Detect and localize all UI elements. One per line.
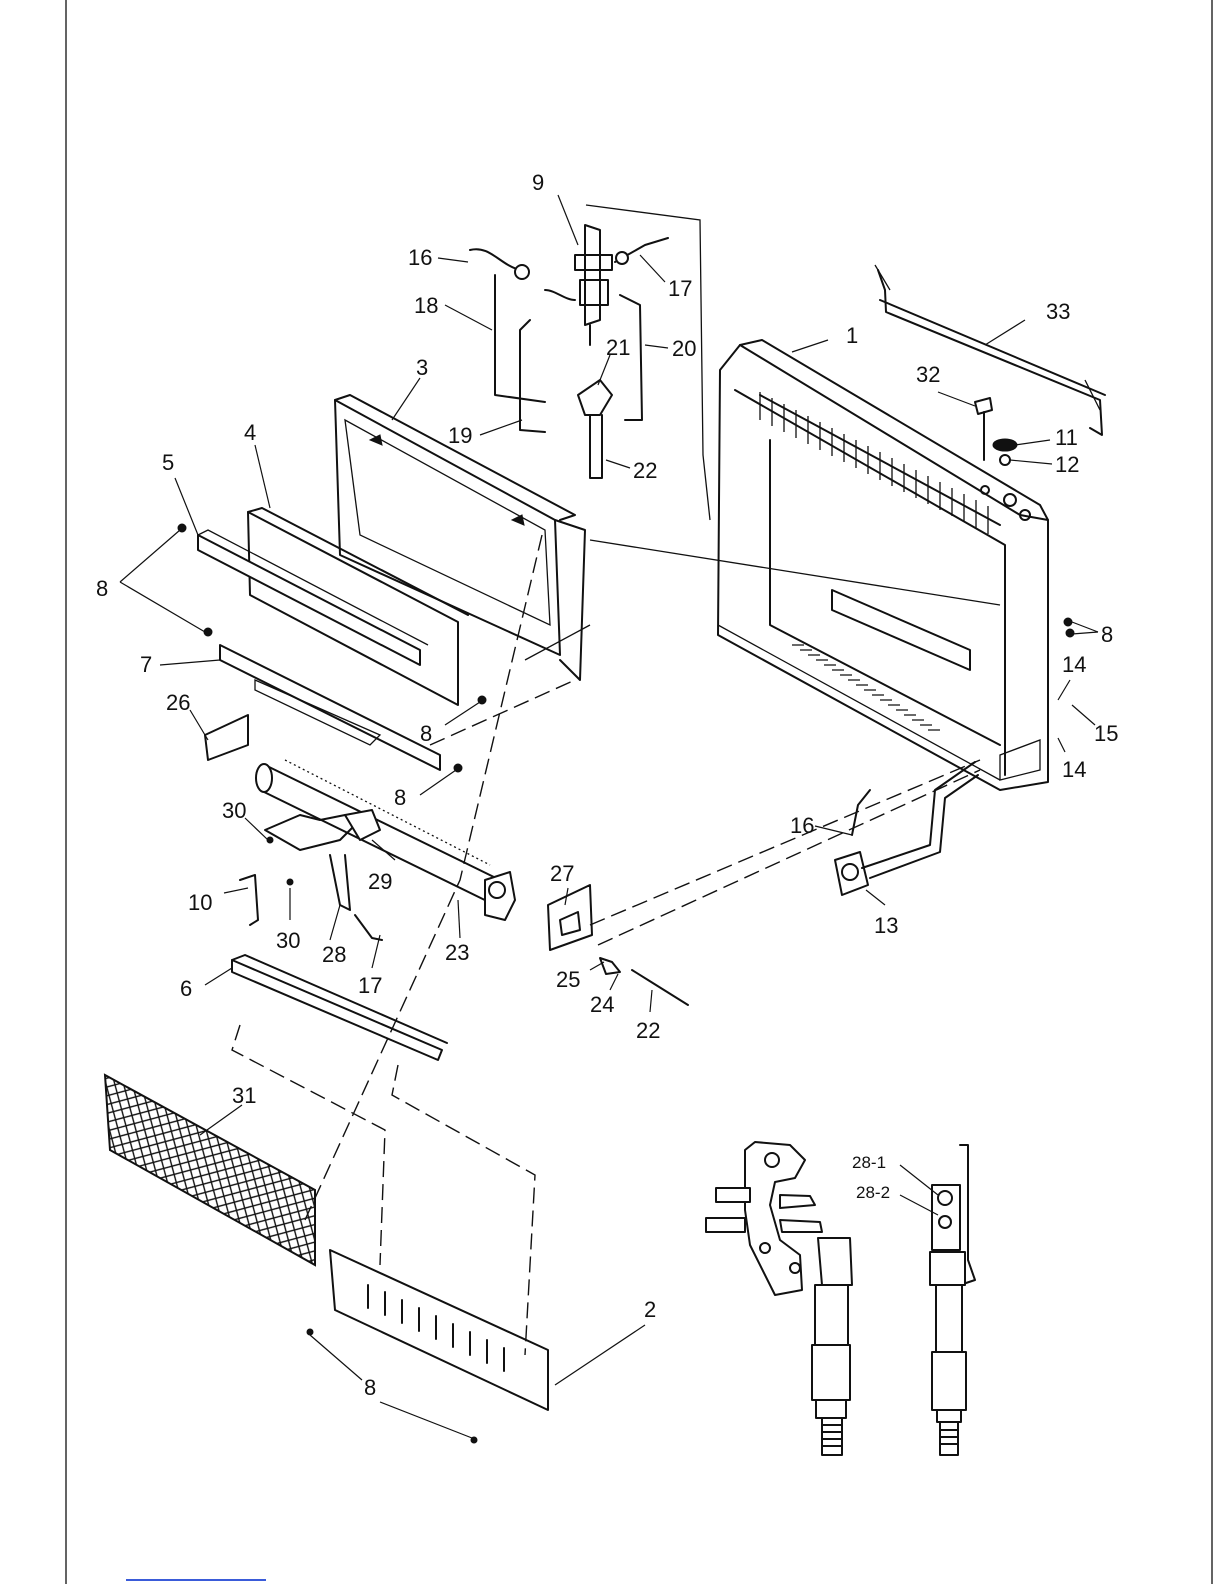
callout-3: 3 xyxy=(416,355,428,380)
callout-24: 24 xyxy=(590,992,614,1017)
callout-8-b: 8 xyxy=(420,721,432,746)
callout-22-b: 22 xyxy=(636,1018,660,1043)
callout-17-b: 17 xyxy=(358,973,382,998)
callout-16-a: 16 xyxy=(408,245,432,270)
callout-30-a: 30 xyxy=(222,798,246,823)
callout-13: 13 xyxy=(874,913,898,938)
valve-assembly xyxy=(470,205,710,520)
callout-28-1: 28-1 xyxy=(852,1153,886,1172)
callout-20: 20 xyxy=(672,336,696,361)
gas-valve-part-13 xyxy=(835,762,978,895)
callout-26: 26 xyxy=(166,690,190,715)
callout-10: 10 xyxy=(188,890,212,915)
callout-7: 7 xyxy=(140,652,152,677)
callout-12: 12 xyxy=(1055,452,1079,477)
knob-parts xyxy=(975,398,1017,465)
plate-part-26 xyxy=(205,715,248,760)
callout-25: 25 xyxy=(556,967,580,992)
callout-27: 27 xyxy=(550,861,574,886)
callout-14-a: 14 xyxy=(1062,652,1086,677)
callout-8-c: 8 xyxy=(394,785,406,810)
callout-33: 33 xyxy=(1046,299,1070,324)
callout-2: 2 xyxy=(644,1297,656,1322)
callout-6: 6 xyxy=(180,976,192,1001)
grille-part-31 xyxy=(105,1075,315,1265)
callout-5: 5 xyxy=(162,450,174,475)
callout-9: 9 xyxy=(532,170,544,195)
callout-28-2: 28-2 xyxy=(856,1183,890,1202)
callout-30-b: 30 xyxy=(276,928,300,953)
callout-15: 15 xyxy=(1094,721,1118,746)
callout-18: 18 xyxy=(414,293,438,318)
callout-8-d: 8 xyxy=(1101,622,1113,647)
callout-14-b: 14 xyxy=(1062,757,1086,782)
callout-8-e: 8 xyxy=(364,1375,376,1400)
callout-28: 28 xyxy=(322,942,346,967)
cabinet-part xyxy=(718,340,1048,790)
alignment-lines xyxy=(232,535,1000,1355)
callout-29: 29 xyxy=(368,869,392,894)
pilot-detail-view xyxy=(706,1142,975,1455)
bracket-part-27 xyxy=(548,885,592,950)
callout-11: 11 xyxy=(1055,425,1078,450)
trim-part-6 xyxy=(232,955,447,1060)
callout-22-a: 22 xyxy=(633,458,657,483)
callout-8-a: 8 xyxy=(96,576,108,601)
pilot-assembly xyxy=(240,810,382,940)
callout-19: 19 xyxy=(448,423,472,448)
cover-part-2 xyxy=(330,1250,548,1410)
callout-21: 21 xyxy=(606,335,630,360)
burner-part-23 xyxy=(256,760,515,920)
callout-4: 4 xyxy=(244,420,256,445)
callout-1: 1 xyxy=(846,323,858,348)
bracket-part-33 xyxy=(875,265,1105,435)
callout-23: 23 xyxy=(445,940,469,965)
callout-16-b: 16 xyxy=(790,813,814,838)
callout-32: 32 xyxy=(916,362,940,387)
callout-31: 31 xyxy=(232,1083,256,1108)
callout-17-a: 17 xyxy=(668,276,692,301)
